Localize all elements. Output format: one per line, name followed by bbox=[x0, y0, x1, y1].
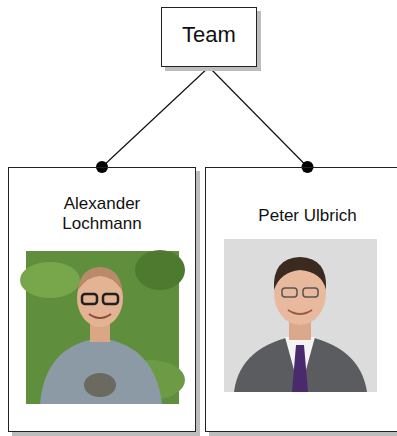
cat bbox=[84, 373, 116, 397]
glasses bbox=[282, 288, 297, 297]
org-connector bbox=[96, 67, 209, 173]
portrait-photo bbox=[20, 250, 185, 404]
hair bbox=[274, 257, 326, 290]
connector-line bbox=[209, 67, 308, 167]
tshirt bbox=[40, 338, 162, 404]
smile bbox=[89, 314, 111, 318]
glasses bbox=[103, 294, 118, 304]
suit bbox=[234, 335, 367, 392]
grey-background bbox=[224, 239, 377, 392]
tie bbox=[292, 345, 308, 392]
group-box: Team bbox=[161, 7, 257, 67]
glasses bbox=[82, 294, 97, 304]
shirt bbox=[285, 337, 315, 392]
person-name: Peter Ulbrich bbox=[206, 206, 397, 226]
person-card: Alexander Lochmann bbox=[8, 167, 196, 432]
grass-patch bbox=[20, 262, 80, 298]
portrait-photo bbox=[224, 239, 377, 392]
smile bbox=[288, 310, 312, 314]
hair bbox=[78, 267, 122, 290]
person-name: Alexander Lochmann bbox=[42, 194, 162, 235]
person-card: Peter Ulbrich bbox=[205, 167, 397, 432]
group-label: Team bbox=[162, 22, 256, 48]
connector-line bbox=[102, 67, 209, 167]
grass-patch bbox=[135, 250, 185, 290]
glasses bbox=[303, 288, 318, 297]
org-connector bbox=[209, 67, 314, 173]
